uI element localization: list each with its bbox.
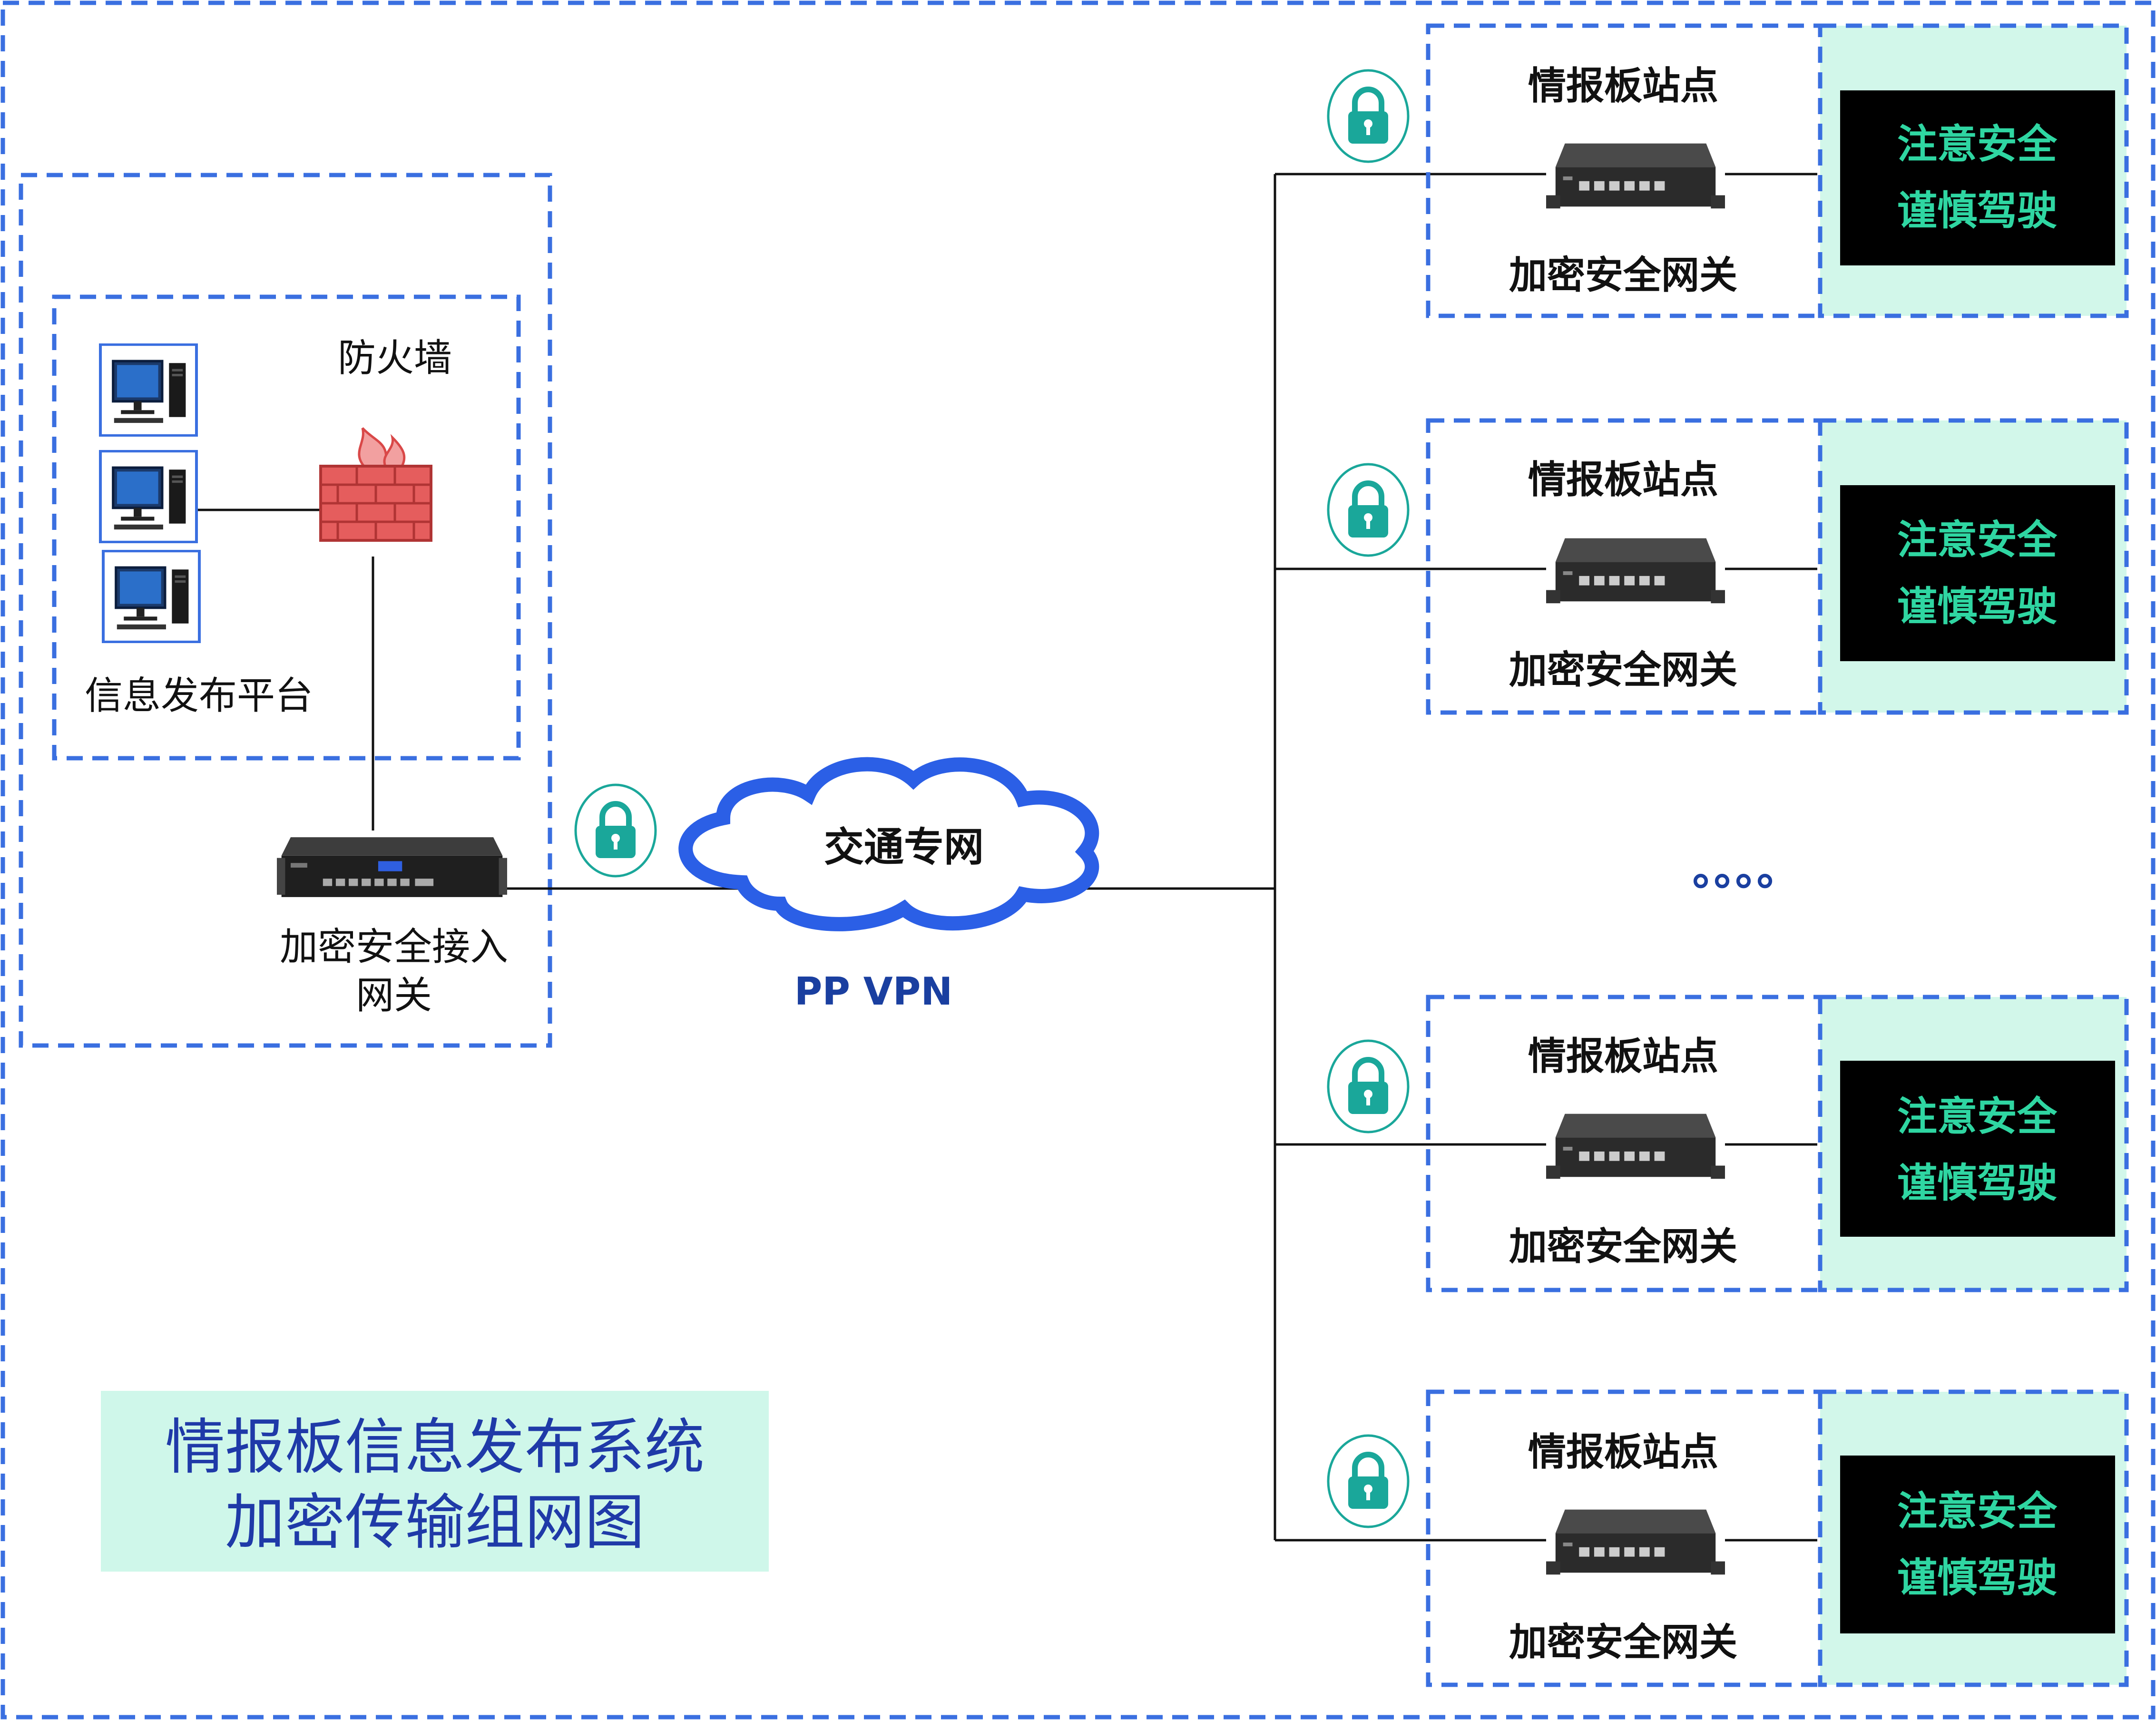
sign-line2: 谨慎驾驶 xyxy=(1897,1554,2057,1601)
rack-gateway-icon xyxy=(277,837,507,897)
small-gateway-icon xyxy=(1546,1509,1725,1575)
site-1: 情报板站点 加密安全网关 注意安全 谨慎驾驶 xyxy=(1275,23,2129,318)
small-gateway-icon xyxy=(1546,143,1725,209)
padlock-icon xyxy=(1328,464,1408,556)
site-label: 情报板站点 xyxy=(1528,1034,1718,1078)
platform-region-frame xyxy=(19,173,552,1048)
platform-label: 信息发布平台 xyxy=(85,674,313,718)
padlock-icon xyxy=(1328,70,1408,162)
vpn-label: PP VPN xyxy=(794,969,953,1014)
sign-line2: 谨慎驾驶 xyxy=(1897,583,2057,630)
gateway-label-line2: 网关 xyxy=(356,973,432,1017)
site-4: 情报板站点 加密安全网关 注意安全 谨慎驾驶 xyxy=(1275,1389,2129,1687)
small-gateway-icon xyxy=(1546,1114,1725,1179)
led-sign-screen xyxy=(1840,1456,2115,1633)
site-2: 情报板站点 加密安全网关 注意安全 谨慎驾驶 xyxy=(1275,418,2129,715)
site-3: 情报板站点 加密安全网关 注意安全 谨慎驾驶 xyxy=(1275,995,2129,1292)
ellipsis-dots: 。。。。 xyxy=(1693,845,1800,895)
desktop-computer-icon xyxy=(103,551,199,642)
title-box xyxy=(101,1391,769,1572)
padlock-icon xyxy=(1328,1041,1408,1132)
site-label: 情报板站点 xyxy=(1528,458,1718,502)
desktop-computer-icon xyxy=(100,344,196,436)
site-label: 情报板站点 xyxy=(1528,64,1718,108)
padlock-icon xyxy=(576,785,656,876)
sign-line2: 谨慎驾驶 xyxy=(1897,187,2057,234)
gateway-label-line1: 加密安全接入 xyxy=(280,925,508,969)
network-cloud xyxy=(678,757,1099,931)
led-sign-screen xyxy=(1840,485,2115,661)
sign-line1: 注意安全 xyxy=(1897,517,2058,563)
site-label: 情报板站点 xyxy=(1528,1430,1718,1474)
gateway-label: 加密安全网关 xyxy=(1509,1224,1737,1269)
sign-line1: 注意安全 xyxy=(1897,1093,2058,1140)
title-line1: 情报板信息发布系统 xyxy=(165,1412,705,1482)
firewall-label: 防火墙 xyxy=(338,336,452,380)
platform-inner-frame xyxy=(52,294,521,761)
led-sign-screen xyxy=(1840,1061,2115,1237)
cloud-label: 交通专网 xyxy=(824,824,984,870)
sign-line2: 谨慎驾驶 xyxy=(1897,1160,2057,1206)
firewall-brick-icon xyxy=(321,428,431,540)
title-line2: 加密传输组网图 xyxy=(225,1487,645,1557)
small-gateway-icon xyxy=(1546,538,1725,604)
led-sign-screen xyxy=(1840,90,2115,265)
sign-line1: 注意安全 xyxy=(1897,1488,2058,1534)
gateway-label: 加密安全网关 xyxy=(1509,648,1737,692)
gateway-label: 加密安全网关 xyxy=(1509,253,1737,297)
gateway-label: 加密安全网关 xyxy=(1509,1620,1737,1664)
desktop-computer-icon xyxy=(100,451,196,542)
padlock-icon xyxy=(1328,1436,1408,1527)
sign-line1: 注意安全 xyxy=(1897,121,2058,167)
